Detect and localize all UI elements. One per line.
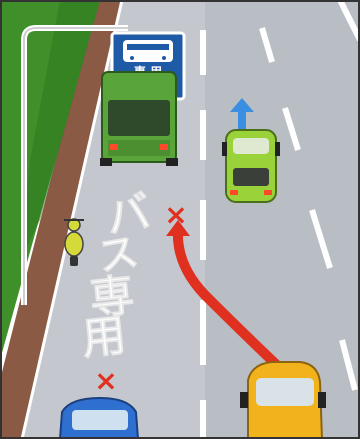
road-char-4: 用 — [79, 310, 128, 365]
forbidden-mark-bottom: × — [94, 364, 117, 397]
sidewalk — [2, 2, 122, 437]
bus-icon — [123, 40, 173, 62]
bus-lane-road-marking: バ ス 専 用 — [79, 186, 154, 365]
road-char-1: バ — [102, 187, 154, 245]
car-ahead — [222, 129, 280, 203]
path-arrow — [166, 220, 287, 375]
road-char-3: 専 — [87, 270, 136, 325]
motorbike — [64, 218, 84, 266]
road-char-2: ス — [94, 229, 141, 281]
car-turning — [240, 361, 326, 439]
forbidden-mark-top: × — [164, 198, 187, 231]
green-bus — [100, 71, 178, 166]
straight-arrow-icon — [230, 98, 254, 132]
street-light — [21, 25, 128, 305]
car-bottom — [58, 396, 140, 439]
lane-dividers — [200, 2, 358, 437]
